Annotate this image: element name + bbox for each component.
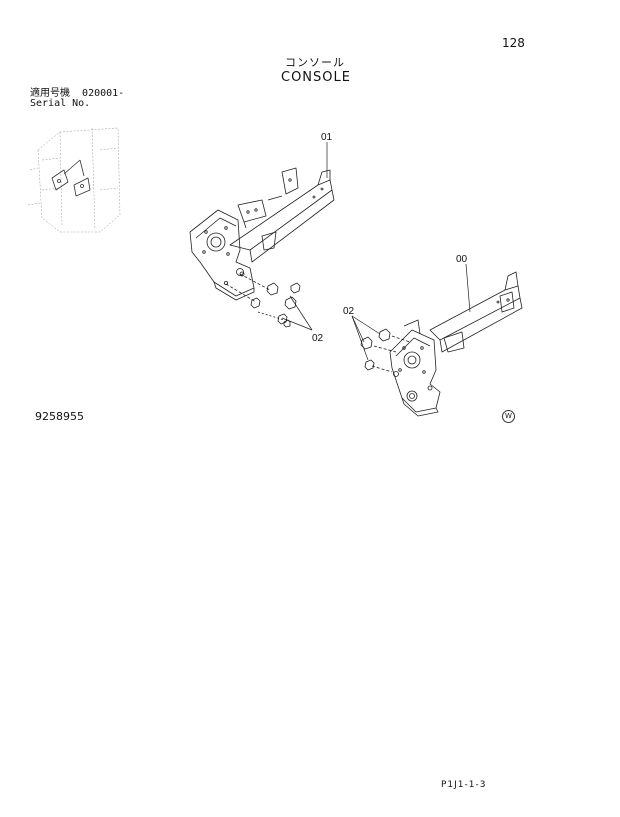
leader-lines (281, 142, 471, 361)
lower-bolts (360, 328, 411, 373)
figure-number: 9258955 (35, 410, 84, 423)
locator-thumbnail (27, 127, 121, 233)
locator-highlight (51, 159, 91, 197)
callout-02-upper: 02 (312, 333, 324, 344)
page-title-japanese: コンソール (285, 56, 345, 69)
serial-info: 適用号機 020001- Serial No. (30, 89, 124, 109)
callout-02-lower: 02 (343, 306, 355, 317)
serial-line-jp: 適用号機 020001- (30, 89, 124, 99)
serial-label-jp: 適用号機 (30, 88, 70, 99)
lower-bracket-00 (389, 271, 523, 417)
upper-bracket-01 (189, 167, 335, 301)
callout-01: 01 (321, 132, 333, 143)
serial-range: 020001- (82, 88, 125, 99)
upper-bolts (225, 273, 301, 328)
page-title: CONSOLE (281, 70, 351, 85)
revision-mark: W (502, 410, 515, 423)
serial-label-en: Serial No. (30, 98, 91, 109)
callout-00: 00 (456, 254, 468, 265)
page-code: P1J1-1-3 (441, 780, 487, 790)
page-number: 128 (502, 36, 525, 50)
